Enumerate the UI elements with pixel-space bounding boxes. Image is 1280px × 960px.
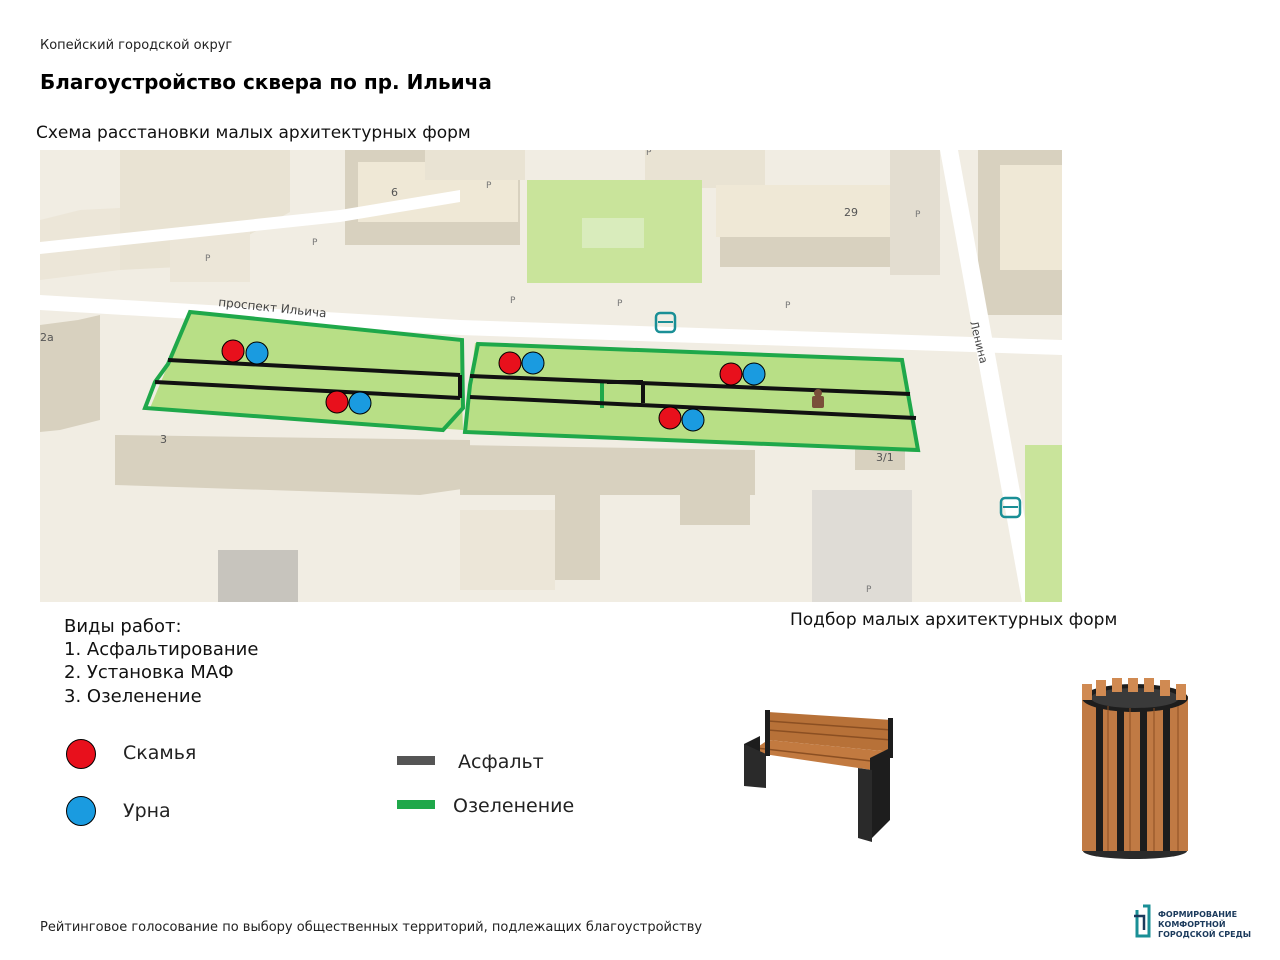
road-ilyicha (40, 295, 1062, 355)
map-subtitle: Схема расстановки малых архитектурных фо… (36, 123, 471, 143)
building-label: 29 (844, 206, 858, 219)
buildings-bottom (115, 435, 912, 602)
logo-line: ФОРМИРОВАНИЕ (1158, 910, 1238, 919)
building-label: 3 (160, 433, 167, 446)
legend-greening-swatch (397, 800, 435, 809)
works-item: 1. Асфальтирование (64, 639, 259, 660)
page-title: Благоустройство сквера по пр. Ильича (40, 70, 492, 94)
works-item: 2. Установка МАФ (64, 662, 234, 683)
legend-bench-label: Скамья (123, 742, 197, 764)
lawn-east (465, 343, 918, 452)
map-bench-marker (719, 362, 743, 386)
parking-icon: P (866, 585, 872, 595)
legend-bin-icon (66, 796, 96, 826)
map-bench-marker (221, 339, 245, 363)
map-bench-marker (325, 390, 349, 414)
parking-icon: P (915, 210, 921, 220)
footer-text: Рейтинговое голосование по выбору общест… (40, 920, 703, 935)
map-bin-marker (245, 341, 269, 365)
legend-bin-label: Урна (123, 800, 171, 822)
program-logo-text: ФОРМИРОВАНИЕ КОМФОРТНОЙ ГОРОДСКОЙ СРЕДЫ (1158, 910, 1251, 940)
legend-greening-label: Озеленение (453, 795, 575, 817)
green-right (1025, 445, 1062, 602)
bus-stop-icon (999, 496, 1022, 519)
parking-icon: P (785, 301, 791, 311)
building-label: 2а (40, 331, 54, 344)
building-label: 6 (391, 186, 398, 199)
parking-icon: P (312, 238, 318, 248)
works-item: 3. Озеленение (64, 686, 202, 707)
parking-icon: P (486, 181, 492, 191)
program-logo-icon (1134, 904, 1151, 938)
buildings-top (40, 150, 1062, 315)
site-map: проспект Ильича Ленина 6 29 2а 3 3/1 P P… (40, 150, 1062, 602)
parking-icon: P (205, 254, 211, 264)
parking-icon: P (646, 150, 652, 158)
map-bench-marker (498, 351, 522, 375)
parking-icon: P (510, 296, 516, 306)
logo-line: ГОРОДСКОЙ СРЕДЫ (1158, 930, 1251, 939)
works-heading: Виды работ: (64, 616, 182, 637)
monument-icon (812, 389, 824, 408)
selection-title: Подбор малых архитектурных форм (790, 610, 1118, 630)
legend-asphalt-swatch (397, 756, 435, 765)
legend-asphalt-label: Асфальт (458, 751, 544, 773)
road-lenina (940, 150, 1040, 602)
square-inner-lawn (582, 218, 644, 248)
asphalt-paths (154, 358, 917, 420)
bench-image (744, 710, 893, 842)
legend-bench-icon (66, 739, 96, 769)
trash-bin-image (1082, 678, 1188, 859)
parking-markers: P P P P P P P P P (205, 150, 921, 595)
map-bin-marker (348, 391, 372, 415)
parking-icon: P (617, 299, 623, 309)
map-bench-marker (658, 406, 682, 430)
logo-line: КОМФОРТНОЙ (1158, 920, 1226, 929)
map-markers (221, 339, 766, 432)
district-name: Копейский городской округ (40, 38, 233, 53)
map-bin-marker (742, 362, 766, 386)
building-label: 3/1 (876, 451, 894, 464)
bus-stop-icon (654, 311, 677, 334)
building-2a (40, 315, 100, 432)
map-bin-marker (681, 408, 705, 432)
map-bin-marker (521, 351, 545, 375)
